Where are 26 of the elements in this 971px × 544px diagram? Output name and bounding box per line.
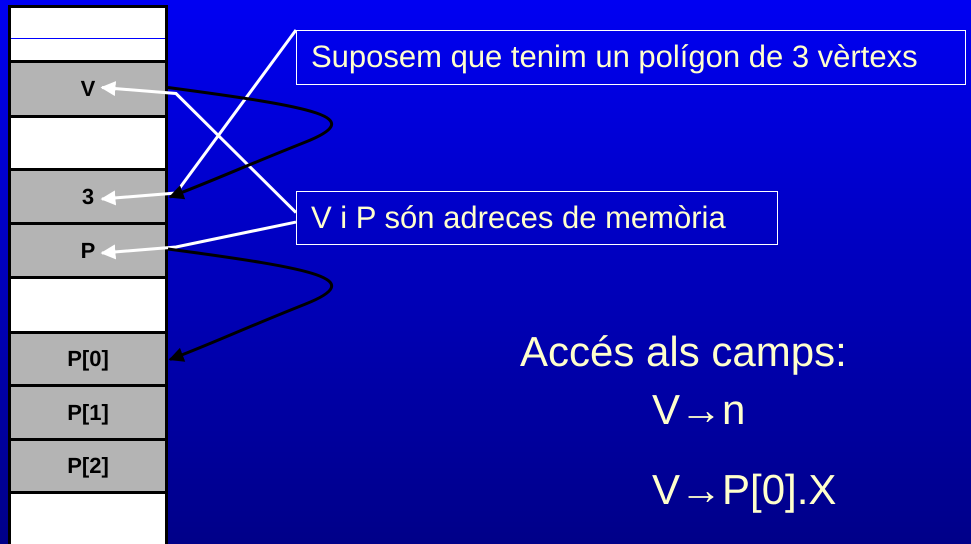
memory-cell (8, 60, 168, 118)
memory-cell (8, 115, 168, 171)
cell-label: P[1] (67, 402, 109, 424)
memory-cell (8, 384, 168, 441)
cell-label: 3 (82, 186, 94, 208)
arrow (100, 29, 298, 206)
memory-cell (8, 168, 168, 225)
arrow (100, 220, 296, 260)
cell-label: P (80, 240, 96, 262)
text-label: V→n (652, 389, 746, 431)
arrow (168, 86, 332, 200)
cell-label: V (80, 78, 96, 100)
memory-cell (8, 491, 168, 544)
memory-cell (8, 222, 168, 279)
callout-box: V i P són adreces de memòria (296, 191, 778, 245)
memory-cell (8, 438, 168, 494)
memory-cell (8, 5, 168, 63)
cell-label: P[2] (67, 455, 109, 477)
cell-label: P[0] (67, 348, 109, 370)
callout-box: Suposem que tenim un polígon de 3 vèrtexs (296, 30, 966, 85)
memory-cell (8, 331, 168, 387)
text-label: V→P[0].X (652, 469, 836, 511)
memory-cell (8, 276, 168, 334)
arrow (100, 81, 298, 214)
text-label: Accés als camps: (520, 331, 847, 373)
arrow (168, 248, 332, 362)
